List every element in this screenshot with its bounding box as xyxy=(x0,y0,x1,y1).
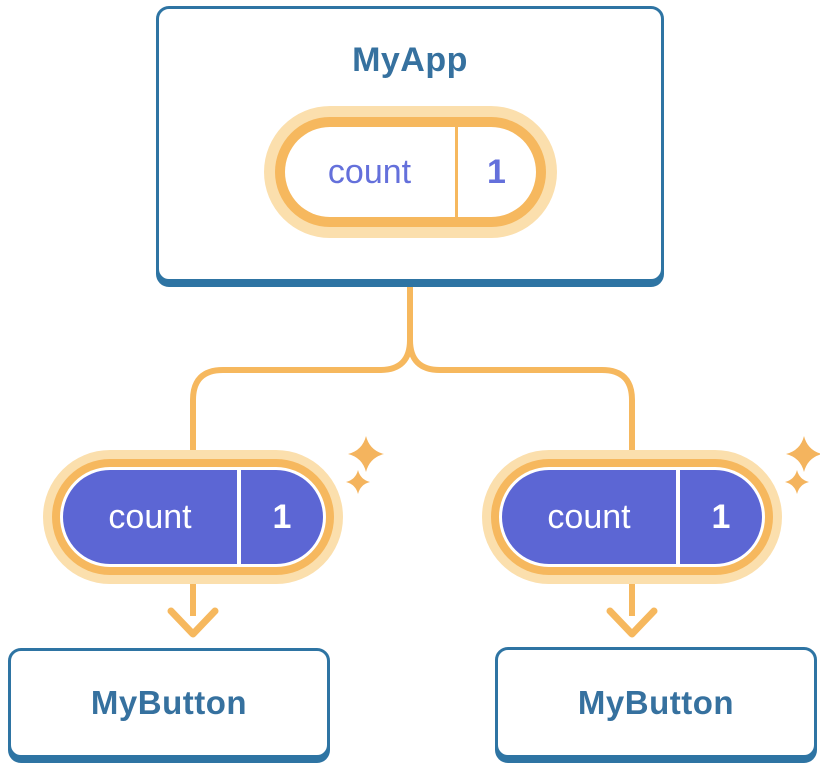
sparkles-icon xyxy=(786,436,820,472)
arrow-down-icon xyxy=(606,582,658,638)
state-pill-filled: count 1 xyxy=(482,450,782,584)
component-card-myapp: MyApp count 1 xyxy=(156,6,664,282)
component-title: MyButton xyxy=(577,683,735,721)
pill-divider xyxy=(237,470,241,564)
state-value: 1 xyxy=(272,497,292,536)
sparkles-icon xyxy=(785,470,809,494)
state-pill-outline: count 1 xyxy=(263,106,557,238)
component-card-mybutton: MyButton xyxy=(495,647,817,758)
component-card-mybutton: MyButton xyxy=(8,648,330,758)
pill-divider xyxy=(676,470,680,564)
pill-divider xyxy=(454,127,458,217)
state-pill-filled: count 1 xyxy=(43,450,343,584)
arrow-down-icon xyxy=(167,582,219,638)
state-value: 1 xyxy=(711,497,731,536)
tree-connector-line xyxy=(407,284,635,465)
component-title: MyApp xyxy=(352,41,468,79)
sparkles-icon xyxy=(346,470,370,494)
tree-connector-line xyxy=(190,284,413,465)
component-title: MyButton xyxy=(90,684,248,721)
state-name: count xyxy=(108,497,192,536)
state-name: count xyxy=(327,152,412,191)
state-value: 1 xyxy=(487,152,506,191)
state-name: count xyxy=(547,497,631,536)
sparkles-icon xyxy=(348,436,384,472)
